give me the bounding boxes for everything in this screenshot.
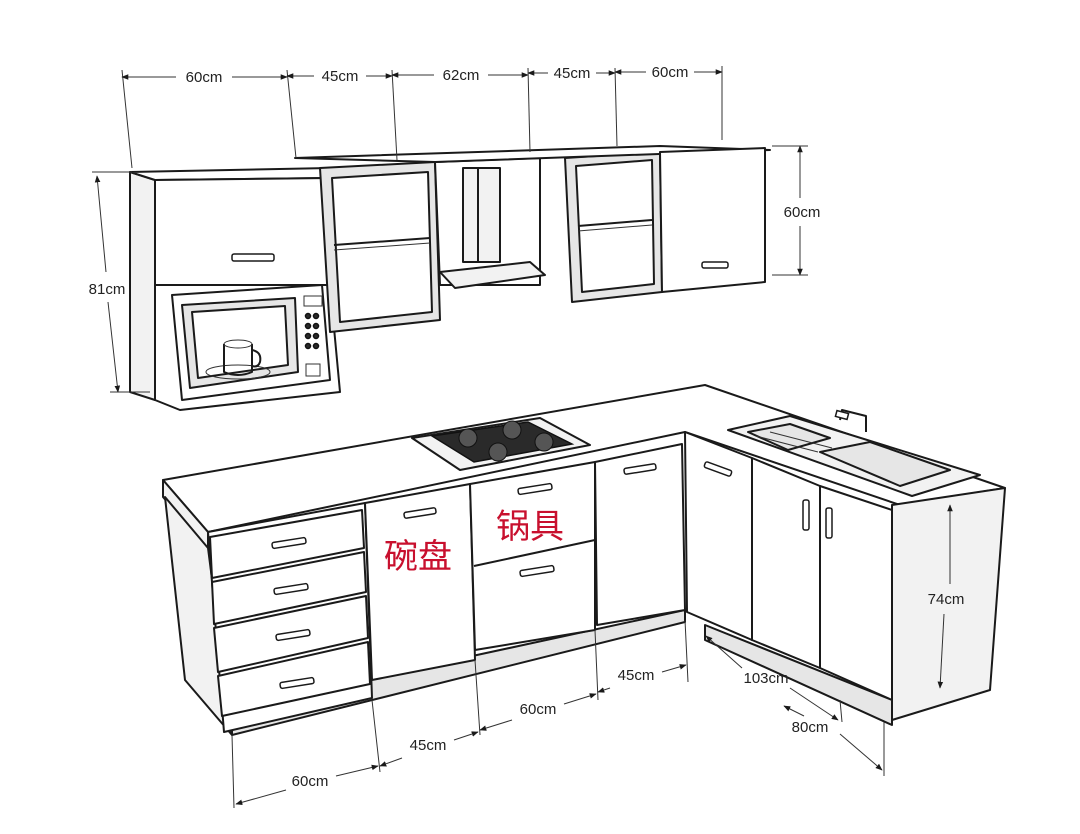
right-wall-cabinet — [659, 147, 766, 293]
mug-icon — [205, 339, 271, 380]
dim-upper-5: 60cm — [652, 64, 689, 81]
dim-upper-height-right: 60cm — [784, 204, 821, 221]
upper-cabinets — [129, 145, 771, 411]
dim-upper-4: 45cm — [554, 65, 591, 82]
label-cookware: 锅具 — [496, 507, 564, 547]
cookware-bottom-handle — [519, 564, 555, 578]
cookware-top-handle — [517, 482, 553, 496]
glass-cabinet-2 — [575, 159, 655, 293]
microwave-keypad — [303, 295, 323, 377]
dim-base-2: 45cm — [410, 737, 447, 754]
dimension-lines — [92, 66, 953, 809]
drawer-4 — [217, 641, 371, 717]
bowls-cabinet-handle — [403, 507, 437, 519]
drawer-4-handle — [279, 676, 315, 690]
base-right-side — [891, 487, 1006, 721]
dim-base-4: 45cm — [618, 667, 655, 684]
sink-door-left — [751, 457, 821, 669]
label-bowls: 碗盘 — [384, 537, 452, 577]
base-cabinets — [162, 384, 1006, 736]
dim-side-depth: 103cm — [743, 670, 788, 687]
sink — [727, 409, 981, 497]
dim-upper-height-left: 81cm — [89, 281, 126, 298]
dim-side-width: 80cm — [792, 719, 829, 736]
right-cabinet-handle — [701, 261, 729, 269]
left-wall-cabinet — [154, 177, 331, 286]
left-cabinet-handle — [231, 253, 275, 262]
sink-left-handle — [802, 499, 810, 531]
side-cabinet-1 — [684, 431, 753, 641]
dim-base-height: 74cm — [928, 591, 965, 608]
drawer-1-handle — [271, 536, 307, 550]
cabinet-labels: 碗盘 锅具 — [384, 507, 564, 577]
dim-base-1: 60cm — [292, 773, 329, 790]
drawer-2-handle — [273, 582, 309, 596]
side-cabinet-1-handle — [703, 461, 733, 477]
corner-cabinet-handle — [623, 463, 657, 475]
corner-base-cabinet — [594, 443, 686, 626]
dimension-labels: 60cm 45cm 62cm 45cm 60cm 81cm 60cm 74cm … — [89, 64, 965, 790]
dim-upper-1: 60cm — [186, 69, 223, 86]
dim-base-3: 60cm — [520, 701, 557, 718]
dim-upper-3: 62cm — [443, 67, 480, 84]
sink-right-handle — [825, 507, 833, 539]
dim-upper-2: 45cm — [322, 68, 359, 85]
left-unit-side — [129, 171, 156, 401]
drawer-3-handle — [275, 628, 311, 642]
corner-turntable — [439, 261, 546, 289]
gas-hob — [411, 417, 591, 471]
